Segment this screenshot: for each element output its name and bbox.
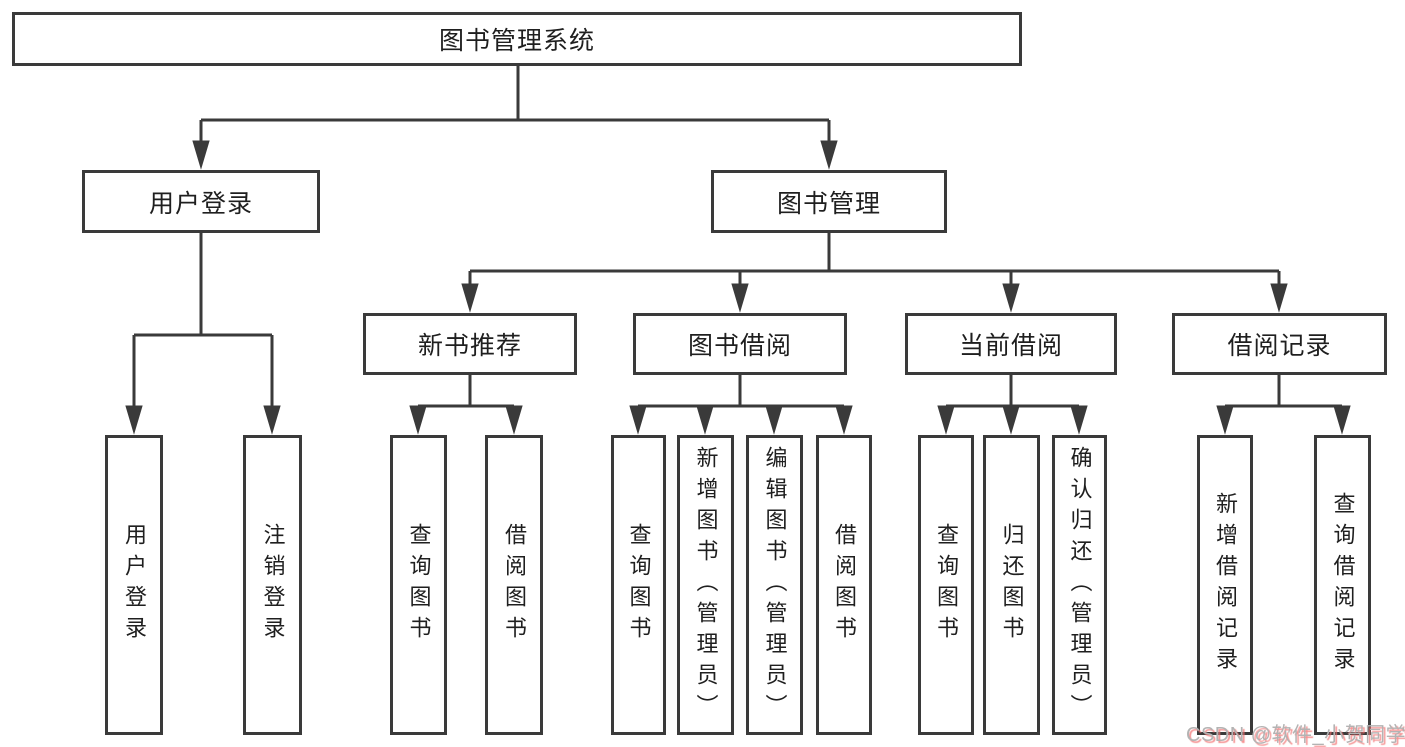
node-root-label: 图书管理系统 bbox=[438, 27, 595, 55]
node-borrow-record-label: 借阅记录 bbox=[1227, 332, 1332, 360]
node-leaf-query-book-current: 查询图书 bbox=[918, 435, 974, 735]
node-leaf-query-book-borrow-label: 查询图书 bbox=[626, 523, 652, 647]
node-leaf-confirm-return-label: 确认归还（管理员） bbox=[1067, 445, 1093, 725]
node-leaf-return-book: 归还图书 bbox=[983, 435, 1040, 735]
node-leaf-add-book: 新增图书（管理员） bbox=[677, 435, 734, 735]
node-borrow-record: 借阅记录 bbox=[1172, 313, 1387, 375]
node-leaf-user-login-label: 用户登录 bbox=[122, 523, 147, 647]
node-leaf-borrow-book-borrow: 借阅图书 bbox=[816, 435, 872, 735]
node-book-borrow-label: 图书借阅 bbox=[687, 332, 792, 360]
node-user-login: 用户登录 bbox=[82, 170, 320, 233]
node-leaf-logout: 注销登录 bbox=[243, 435, 302, 735]
node-current-borrow: 当前借阅 bbox=[905, 313, 1117, 375]
node-root: 图书管理系统 bbox=[12, 12, 1022, 66]
node-leaf-borrow-book-borrow-label: 借阅图书 bbox=[832, 523, 857, 647]
csdn-watermark: CSDN @软件_小贺同学 bbox=[1186, 724, 1405, 746]
connector-user-login-children bbox=[125, 233, 281, 435]
node-leaf-add-borrow-record: 新增借阅记录 bbox=[1197, 435, 1253, 735]
node-leaf-edit-book-label: 编辑图书（管理员） bbox=[762, 445, 788, 725]
node-leaf-add-book-label: 新增图书（管理员） bbox=[693, 445, 719, 725]
node-user-login-label: 用户登录 bbox=[148, 189, 253, 218]
node-leaf-borrow-book-rec: 借阅图书 bbox=[485, 435, 543, 735]
node-leaf-edit-book: 编辑图书（管理员） bbox=[746, 435, 803, 735]
connector-root-to-level1 bbox=[192, 66, 838, 170]
node-new-book-rec: 新书推荐 bbox=[363, 313, 577, 375]
connector-borrow-record-children bbox=[1216, 375, 1351, 435]
node-leaf-query-book-rec: 查询图书 bbox=[390, 435, 447, 735]
node-leaf-return-book-label: 归还图书 bbox=[999, 523, 1025, 647]
node-leaf-add-borrow-record-label: 新增借阅记录 bbox=[1213, 492, 1238, 678]
node-leaf-query-book-current-label: 查询图书 bbox=[934, 523, 959, 647]
node-leaf-query-book-rec-label: 查询图书 bbox=[406, 523, 432, 647]
node-book-mgmt-label: 图书管理 bbox=[776, 189, 881, 218]
node-leaf-query-borrow-record-label: 查询借阅记录 bbox=[1330, 492, 1356, 678]
node-current-borrow-label: 当前借阅 bbox=[958, 332, 1063, 360]
node-leaf-user-login: 用户登录 bbox=[105, 435, 163, 735]
connector-new-book-rec-children bbox=[409, 375, 523, 435]
node-book-borrow: 图书借阅 bbox=[633, 313, 847, 375]
connector-book-borrow-children bbox=[629, 375, 853, 435]
node-book-mgmt: 图书管理 bbox=[711, 170, 947, 233]
node-leaf-borrow-book-rec-label: 借阅图书 bbox=[502, 523, 527, 647]
node-leaf-query-borrow-record: 查询借阅记录 bbox=[1314, 435, 1371, 735]
node-leaf-query-book-borrow: 查询图书 bbox=[611, 435, 666, 735]
connector-book-mgmt-children bbox=[461, 233, 1288, 313]
node-leaf-confirm-return: 确认归还（管理员） bbox=[1052, 435, 1107, 735]
connector-current-borrow-children bbox=[937, 375, 1088, 435]
node-leaf-logout-label: 注销登录 bbox=[260, 523, 286, 647]
node-new-book-rec-label: 新书推荐 bbox=[417, 332, 522, 360]
